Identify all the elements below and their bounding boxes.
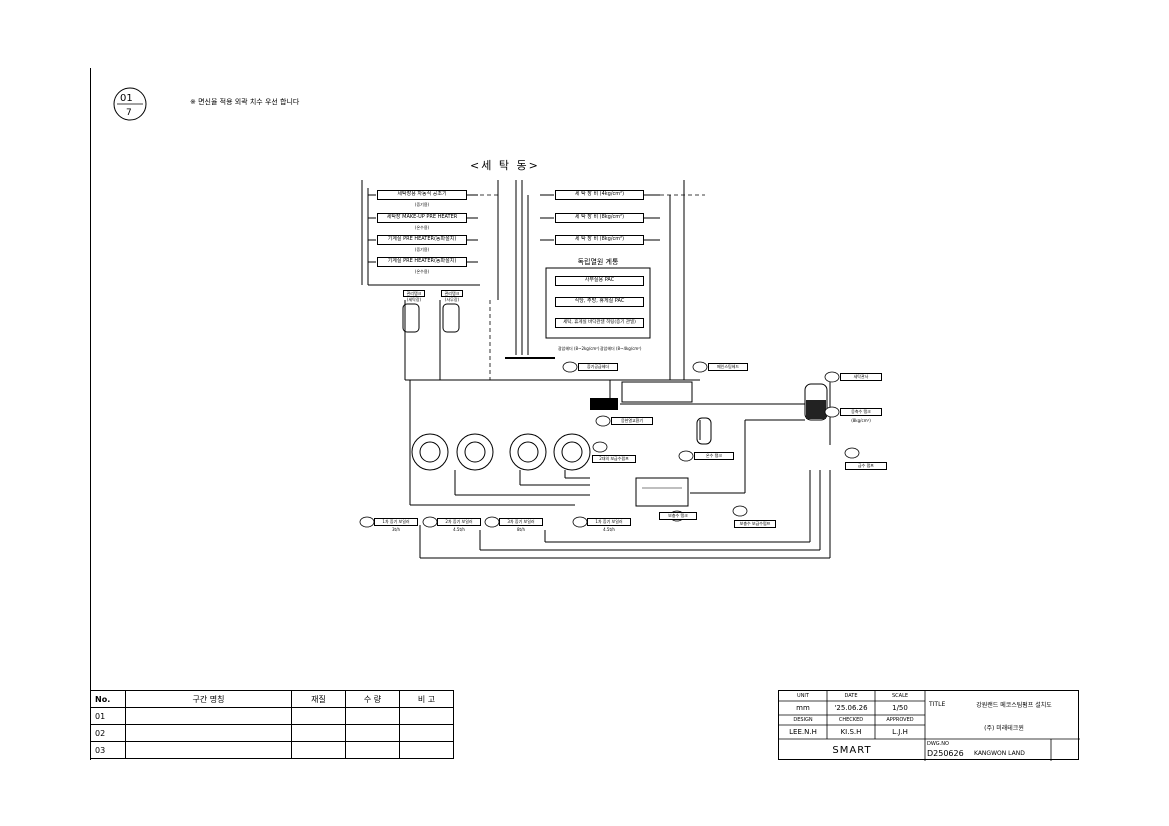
- tb-scale-header: SCALE: [891, 693, 909, 699]
- callout-makeup-pumps: 2대의 보급수펌프: [592, 455, 636, 463]
- boiler-4-label: 1차 증기 보일러: [587, 518, 631, 526]
- small-tank-2-label: 관리탱크: [441, 290, 463, 297]
- boiler-2-capacity: 4.5t/h: [453, 527, 465, 532]
- sheet-number: 01: [120, 93, 133, 104]
- rev-row-no: 03: [90, 741, 126, 759]
- title-block: UNIT mm DATE '25.06.26 SCALE 1/50 DESIGN…: [778, 690, 1080, 761]
- sheet-number-mark: [113, 87, 147, 121]
- tb-brand: SMART: [832, 745, 872, 756]
- rev-header-qty: 수 량: [345, 690, 400, 708]
- boiler-3-capacity: 8t/h: [517, 527, 525, 532]
- supply-box-2-sub: (온수용): [414, 225, 430, 230]
- rev-row-no: 02: [90, 724, 126, 742]
- boiler-1-capacity: 3t/h: [392, 527, 400, 532]
- pressure-label-1: 광압헤더 (8~2kg/cm²): [558, 346, 600, 351]
- equipment-box-3: 세 탁 장 비 (8kg/cm²): [555, 235, 644, 245]
- sheet-total: 7: [126, 108, 132, 118]
- supply-box-1-sub: (증기용): [414, 202, 430, 207]
- callout-makeup-feed-pump: 보충수 보급수펌프: [734, 520, 776, 528]
- callout-condensate-tank: 응축수 탱크: [840, 408, 882, 416]
- small-tank-2-sub: (사무장): [444, 297, 460, 302]
- callout-main-steam-head: 메인스팀헤드: [708, 363, 748, 371]
- tb-approved-header: APPROVED: [886, 717, 914, 723]
- district-item-3: 세탁, 휴게실 바닥관넬 히팅(증기 관넬): [555, 318, 644, 328]
- rev-header-material: 재질: [291, 690, 346, 708]
- callout-makeup-tank: 보충수 탱크: [659, 512, 697, 520]
- tb-client: KANGWON LAND: [974, 750, 1025, 757]
- tb-unit: mm: [796, 704, 810, 712]
- table-row: 02: [90, 724, 454, 742]
- pressure-label-2: 광압헤더 (8~4kg/cm²): [600, 346, 642, 351]
- tb-title-header: TITLE: [929, 701, 946, 708]
- tb-unit-header: UNIT: [797, 693, 809, 699]
- table-row: 03: [90, 741, 454, 759]
- callout-steam-header: 증기공급헤더: [578, 363, 618, 371]
- title-block-grid: [779, 691, 1080, 761]
- tb-dwg: D250626: [927, 749, 964, 758]
- callout-hot-water-tank: 온수 탱크: [694, 452, 734, 460]
- callout-condensate-pressure: (8kg/cm²): [851, 418, 871, 423]
- rev-header-name: 구간 명칭: [125, 690, 292, 708]
- supply-box-4: 기계실 PRE HEATER(동파설치): [377, 257, 467, 267]
- supply-box-4-sub: (온수용): [414, 269, 430, 274]
- boiler-4-capacity: 4.5t/h: [603, 527, 615, 532]
- tb-dwg-header: DWG.NO: [927, 741, 949, 747]
- tb-scale: 1/50: [892, 704, 908, 712]
- tb-design-header: DESIGN: [793, 717, 813, 723]
- rev-header-remark: 비 고: [399, 690, 454, 708]
- general-note: ※ 면신율 적용 외곽 치수 우선 합니다: [190, 98, 300, 106]
- boiler-1-label: 1차 증기 보일러: [374, 518, 418, 526]
- district-item-2: 식당, 주방, 휴게실 PAC: [555, 297, 644, 307]
- table-row: 01: [90, 707, 454, 725]
- tb-date-header: DATE: [844, 693, 858, 699]
- equipment-box-2: 세 탁 장 비 (8kg/cm²): [555, 213, 644, 223]
- tb-design: LEE.N.H: [789, 728, 817, 736]
- tb-title: 강원랜드 메코스팀펌프 설치도: [976, 702, 1052, 709]
- district-title: 독립열원 계통: [577, 258, 619, 266]
- callout-laundry: 세탁관사: [840, 373, 882, 381]
- tb-checked-header: CHECKED: [838, 717, 864, 723]
- boiler-2-label: 2차 증기 보일러: [437, 518, 481, 526]
- diagram-title: <세 탁 동>: [470, 159, 540, 172]
- revision-table: No. 구간 명칭 재질 수 량 비 고 01 02 03: [90, 690, 454, 759]
- district-item-1: 사무실용 PAC: [555, 276, 644, 286]
- supply-box-3-sub: (증기용): [414, 247, 430, 252]
- callout-feed-pump: 급수 펌프: [845, 462, 887, 470]
- tb-date: '25.06.26: [834, 704, 868, 712]
- supply-box-3: 기계실 PRE HEATER(동파설치): [377, 235, 467, 245]
- small-tank-1-sub: (세탁장): [406, 297, 422, 302]
- frame-left-border: [90, 68, 91, 760]
- boiler-3-label: 3차 증기 보일러: [499, 518, 543, 526]
- small-tank-1-label: 관리탱크: [403, 290, 425, 297]
- tb-company: (주) 미래테크윈: [984, 725, 1024, 732]
- supply-box-1: 세탁장용 자동식 공조기: [377, 190, 467, 200]
- rev-row-no: 01: [90, 707, 126, 725]
- tb-approved: L.J.H: [892, 728, 908, 736]
- equipment-box-1: 세 탁 장 비 (4kg/cm²): [555, 190, 644, 200]
- supply-box-2: 세탁장 MAKE-UP PRE HEATER: [377, 213, 467, 223]
- callout-heat-exchanger: 응현열교환기: [611, 417, 653, 425]
- tb-checked: KI.S.H: [840, 728, 862, 736]
- rev-header-no: No.: [90, 690, 126, 708]
